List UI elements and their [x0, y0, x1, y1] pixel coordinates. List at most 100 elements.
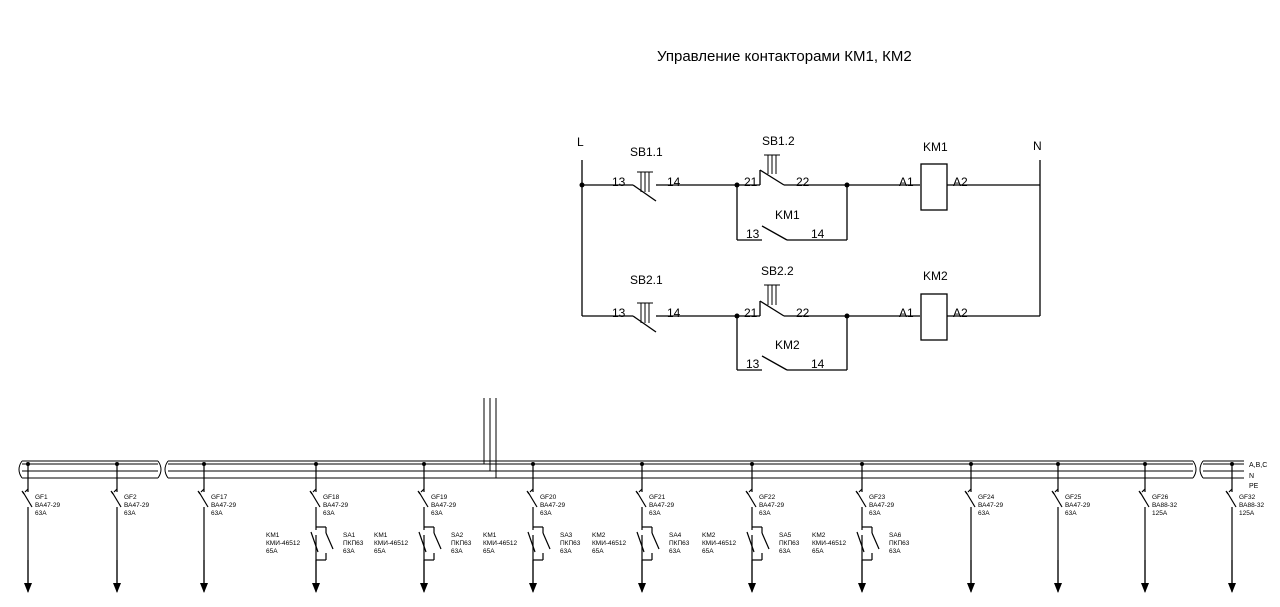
breaker-mark — [1051, 490, 1055, 495]
breaker-type-label: ВА47-29 — [759, 502, 784, 509]
switch-blade — [651, 532, 660, 550]
breaker-type-label: ВА88-32 — [1239, 502, 1264, 509]
breaker-type-label: ВА47-29 — [978, 502, 1003, 509]
breaker-mark — [1138, 490, 1142, 495]
breaker-mark — [309, 490, 313, 495]
breaker-mark — [964, 490, 968, 495]
breaker-blade — [198, 491, 209, 508]
contactor-rating-label: 65A — [483, 548, 495, 555]
terminal-label: 13 — [746, 227, 760, 241]
breaker-blade — [856, 491, 867, 508]
breaker-rating-label: 63A — [124, 510, 136, 517]
breaker-rating-label: 63A — [323, 510, 335, 517]
breaker-gf32 — [1225, 488, 1237, 508]
contactor-blade — [636, 531, 645, 553]
breaker-blade — [1226, 491, 1237, 508]
switch-type-label: ПКП63 — [889, 540, 910, 547]
terminal-label: 14 — [667, 306, 681, 320]
contactor-contact — [746, 530, 755, 553]
control-row-1: SB1.1 13 14 SB1.2 21 22 — [579, 134, 1040, 241]
terminal-label: 22 — [796, 175, 810, 189]
contactor-blade — [527, 531, 536, 553]
breaker-type-label: ВА47-29 — [1065, 502, 1090, 509]
breaker-mark — [748, 488, 753, 493]
breaker-rating-label: 63A — [540, 510, 552, 517]
pushbutton-sb2-1 — [632, 302, 658, 333]
breaker-gf2 — [110, 488, 122, 508]
contactor-type-label: КМИ-46512 — [592, 540, 626, 547]
breaker-mark — [197, 490, 201, 495]
contactor-rating-label: 65A — [374, 548, 386, 555]
contactor-contact — [856, 530, 865, 553]
switch-type-label: ПКП63 — [560, 540, 581, 547]
breaker-gf1 — [21, 488, 33, 508]
terminal-label: 21 — [744, 175, 758, 189]
switch-rating-label: 63A — [560, 548, 572, 555]
bus-label-phases: A,B,C — [1249, 462, 1267, 469]
line-label: L — [577, 135, 584, 149]
contactor-type-label: КМИ-46512 — [702, 540, 736, 547]
switch-rating-label: 63A — [343, 548, 355, 555]
breaker-rating-label: 63A — [869, 510, 881, 517]
breaker-mark — [745, 490, 749, 495]
breaker-mark — [967, 488, 972, 493]
switch-name-label: SA2 — [451, 532, 464, 539]
breaker-name-label: GF25 — [1065, 494, 1082, 501]
breaker-mark — [858, 488, 863, 493]
switch-blade — [433, 532, 442, 550]
terminal-label: 14 — [811, 227, 825, 241]
contactor-contact — [636, 530, 645, 553]
breaker-name-label: GF21 — [649, 494, 666, 501]
neutral-label: N — [1033, 139, 1042, 153]
coil-km2 — [920, 293, 948, 341]
breaker-gf23 — [855, 488, 867, 508]
bypass-switch — [752, 526, 770, 561]
pushbutton-label: SB1.1 — [630, 145, 663, 159]
contactor-name-label: KM1 — [374, 532, 388, 539]
switch-rating-label: 63A — [669, 548, 681, 555]
breaker-gf17 — [197, 488, 209, 508]
breaker-gf25 — [1051, 488, 1063, 508]
breaker-type-label: ВА88-32 — [1152, 502, 1177, 509]
breaker-rating-label: 63A — [1065, 510, 1077, 517]
contactor-blade — [310, 531, 319, 553]
breaker-mark — [417, 490, 421, 495]
contactor-rating-label: 65A — [702, 548, 714, 555]
breaker-name-label: GF24 — [978, 494, 995, 501]
breaker-blade — [111, 491, 122, 508]
switch-type-label: ПКП63 — [451, 540, 472, 547]
switch-name-label: SA6 — [889, 532, 902, 539]
aux-contact-label: KM1 — [775, 208, 800, 222]
terminal-label: A1 — [899, 306, 914, 320]
switch-rating-label: 63A — [889, 548, 901, 555]
terminal-label: A2 — [953, 175, 968, 189]
contactor-blade — [418, 531, 427, 553]
breaker-mark — [1228, 488, 1233, 493]
breaker-mark — [113, 488, 118, 493]
breaker-mark — [635, 490, 639, 495]
breaker-mark — [420, 488, 425, 493]
bypass-switch — [533, 526, 551, 561]
breaker-name-label: GF18 — [323, 494, 340, 501]
breaker-name-label: GF32 — [1239, 494, 1256, 501]
bypass-switch — [424, 526, 442, 561]
breaker-type-label: ВА47-29 — [124, 502, 149, 509]
breaker-type-label: ВА47-29 — [211, 502, 236, 509]
breaker-blade — [746, 491, 757, 508]
breaker-rating-label: 63A — [759, 510, 771, 517]
switch-rating-label: 63A — [451, 548, 463, 555]
aux-contact-label: KM2 — [775, 338, 800, 352]
breaker-blade — [965, 491, 976, 508]
pushbutton-label: SB2.1 — [630, 273, 663, 287]
bus-segment-2 — [164, 460, 1197, 479]
contactor-contact — [310, 530, 319, 553]
